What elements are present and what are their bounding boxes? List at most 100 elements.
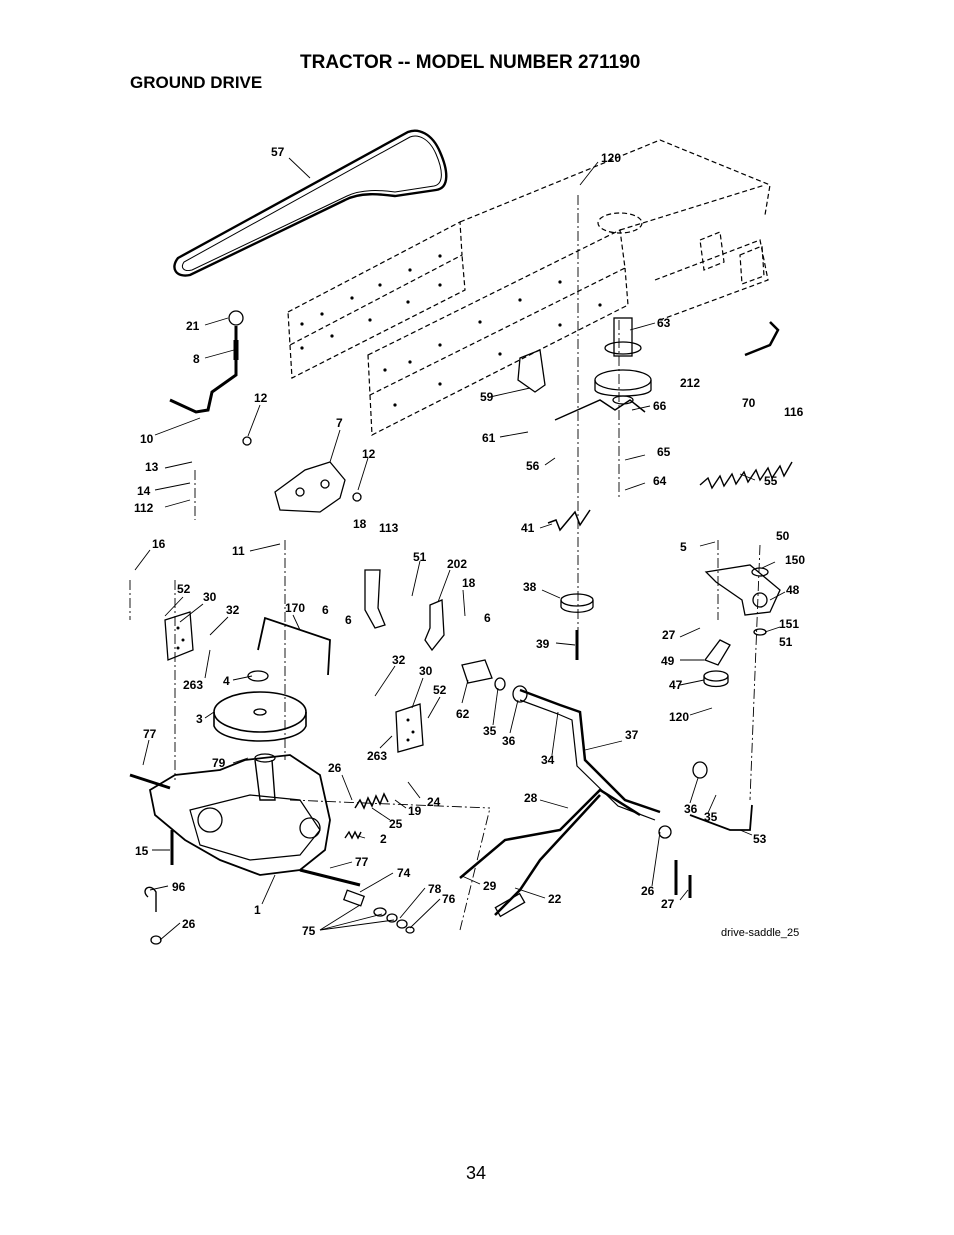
transaxle-part — [129, 753, 361, 887]
callout-212: 212 — [680, 376, 700, 390]
callout-57: 57 — [271, 145, 285, 159]
callout-35: 35 — [483, 724, 497, 738]
callout-26: 26 — [328, 761, 342, 775]
callout-170: 170 — [285, 601, 305, 615]
pedal-rod-part — [459, 788, 641, 879]
callout-77: 77 — [355, 855, 369, 869]
callout-labels: 57 120 21 8 63 212 70 116 59 66 12 7 10 … — [134, 145, 805, 938]
callout-59: 59 — [480, 390, 494, 404]
callout-48: 48 — [786, 583, 800, 597]
callout-41: 41 — [521, 521, 535, 535]
callout-11: 11 — [232, 544, 245, 558]
idler-bracket-part — [704, 564, 781, 616]
callout-76: 76 — [442, 892, 456, 906]
callout-151: 151 — [779, 617, 799, 631]
callout-51: 51 — [779, 635, 793, 649]
callout-96: 96 — [172, 880, 186, 894]
callout-50: 5 — [680, 540, 687, 554]
callout-27: 27 — [662, 628, 676, 642]
callout-150: 150 — [785, 553, 805, 567]
callout-202: 50 — [776, 529, 790, 543]
callout-18: 18 — [353, 517, 367, 531]
idler-pulley-part — [594, 369, 652, 391]
callout-70: 70 — [742, 396, 756, 410]
callout-8: 8 — [193, 352, 200, 366]
brake-rod-part — [494, 794, 601, 916]
callout-52: 52 — [177, 582, 191, 596]
callout-14: 14 — [137, 484, 151, 498]
callout-78: 78 — [428, 882, 442, 896]
callout-62: 62 — [456, 707, 470, 721]
callout-53: 53 — [753, 832, 767, 846]
callout-37: 37 — [625, 728, 639, 742]
rod-part — [744, 321, 780, 357]
callout-36: 36 — [684, 802, 698, 816]
callout-22: 22 — [548, 892, 562, 906]
callout-113: 113 — [379, 521, 399, 535]
callout-32: 32 — [392, 653, 406, 667]
callout-7: 7 — [336, 416, 343, 430]
callout-16: 16 — [152, 537, 166, 551]
callout-32: 32 — [226, 603, 240, 617]
callout-30: 30 — [419, 664, 433, 678]
pedal-shaft-part — [519, 688, 661, 814]
pivot-bracket-left-part — [164, 611, 194, 661]
callout-75: 75 — [302, 924, 316, 938]
callout-27: 27 — [661, 897, 675, 911]
callout-79: 79 — [212, 756, 226, 770]
pivot-bracket-right-part — [395, 703, 424, 753]
callout-49: 49 — [661, 654, 675, 668]
callout-6: 6 — [484, 611, 491, 625]
drive-belt-part — [173, 129, 448, 277]
callout-26: 26 — [182, 917, 196, 931]
bushing-part — [461, 659, 493, 684]
callout-39: 39 — [536, 637, 550, 651]
callout-65: 65 — [657, 445, 671, 459]
callout-263: 263 — [367, 749, 387, 763]
callout-3: 3 — [196, 712, 203, 726]
shift-knob-part — [228, 310, 244, 326]
callout-61: 61 — [482, 431, 496, 445]
callout-120: 120 — [601, 151, 621, 165]
callout-51: 51 — [413, 550, 427, 564]
bracket-part — [703, 639, 731, 666]
tractor-frame-part — [287, 139, 771, 436]
callout-55: 55 — [764, 474, 778, 488]
callout-1: 1 — [254, 903, 261, 917]
section-title: GROUND DRIVE — [130, 73, 263, 92]
callout-19: 19 — [408, 804, 422, 818]
callout-29: 29 — [483, 879, 497, 893]
callout-10: 10 — [140, 432, 154, 446]
callout-120: 120 — [669, 710, 689, 724]
callout-263: 263 — [183, 678, 203, 692]
callout-66: 66 — [653, 399, 667, 413]
callout-26: 26 — [641, 884, 655, 898]
callout-18: 18 — [462, 576, 476, 590]
callout-77: 77 — [143, 727, 157, 741]
callout-5: 202 — [447, 557, 467, 571]
callout-47: 47 — [669, 678, 683, 692]
callout-74: 74 — [397, 866, 411, 880]
callout-64: 64 — [653, 474, 667, 488]
callout-35: 35 — [704, 810, 718, 824]
callout-6: 6 — [345, 613, 352, 627]
callout-12: 12 — [362, 447, 376, 461]
callout-2: 2 — [380, 832, 387, 846]
callout-24: 24 — [427, 795, 441, 809]
callout-63: 63 — [657, 316, 671, 330]
callout-4: 4 — [223, 674, 230, 688]
shift-bracket-part — [274, 461, 346, 513]
callout-34: 34 — [541, 753, 555, 767]
callout-6: 6 — [322, 603, 329, 617]
callout-25: 25 — [389, 817, 403, 831]
callout-52: 52 — [433, 683, 447, 697]
pulley-part — [560, 593, 594, 607]
callout-28: 28 — [524, 791, 538, 805]
callout-116: 116 — [784, 405, 804, 419]
shift-lever-part — [169, 326, 238, 414]
callout-112: 112 — [134, 501, 154, 515]
callout-13: 13 — [145, 460, 159, 474]
callout-21: 21 — [186, 319, 200, 333]
page-title: TRACTOR -- MODEL NUMBER 271190 — [300, 52, 641, 73]
